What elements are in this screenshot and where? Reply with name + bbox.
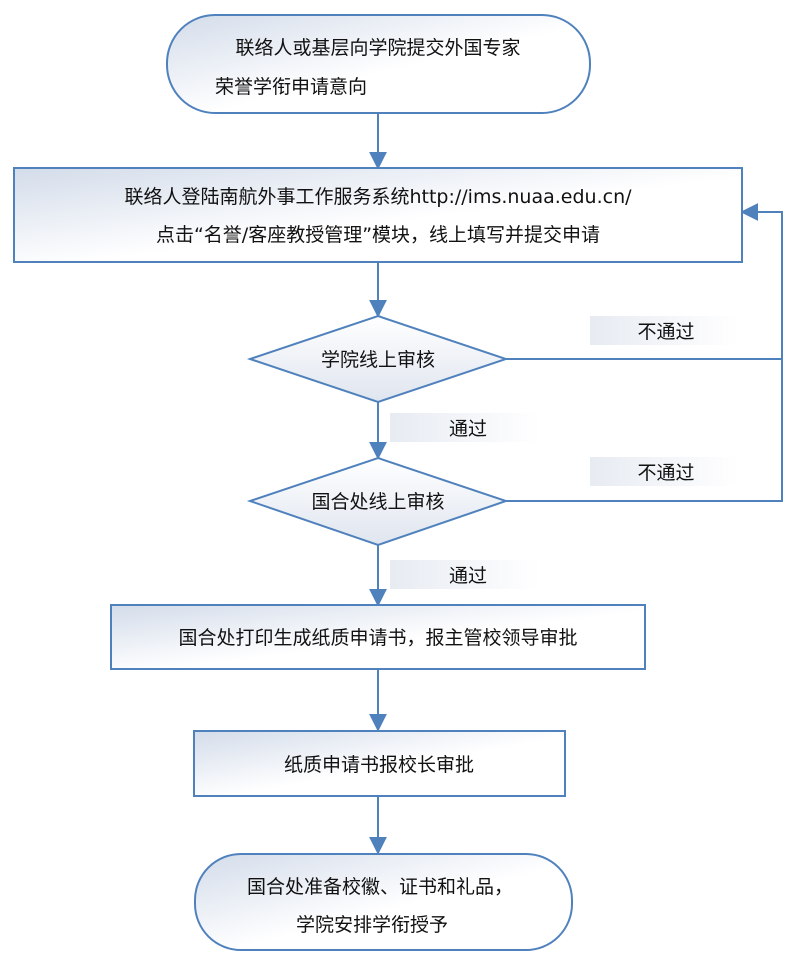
fail-loop-college (506, 203, 783, 360)
intl-review-label: 国合处线上审核 (311, 491, 444, 513)
print-node-label: 国合处打印生成纸质申请书，报主管校领导审批 (178, 627, 577, 649)
edge-label-fail-2: 不通过 (590, 457, 740, 486)
intl-review-node: 国合处线上审核 (246, 456, 510, 547)
end-node-line2: 学院安排学衔授予 (296, 914, 448, 936)
end-node-line1: 国合处准备校徽、证书和礼品， (247, 876, 513, 898)
start-node: 联络人或基层向学院提交外国专家 荣誉学衔申请意向 (166, 14, 591, 114)
login-node-line2: 点击“名誉/客座教授管理”模块，线上填写并提交申请 (156, 224, 600, 246)
edge-label-pass-1: 通过 (390, 413, 540, 442)
edge-label-pass-2: 通过 (390, 560, 540, 589)
college-review-label: 学院线上审核 (321, 349, 435, 371)
president-node: 纸质申请书报校长审批 (193, 730, 566, 797)
pass-label-2: 通过 (449, 565, 487, 587)
print-node: 国合处打印生成纸质申请书，报主管校领导审批 (110, 604, 646, 670)
president-node-label: 纸质申请书报校长审批 (284, 754, 474, 776)
start-node-line1: 联络人或基层向学院提交外国专家 (235, 37, 520, 59)
start-node-line2: 荣誉学衔申请意向 (215, 76, 367, 98)
main-connectors (369, 113, 783, 855)
fail-label-2: 不通过 (637, 462, 694, 484)
end-node: 国合处准备校徽、证书和礼品， 学院安排学衔授予 (194, 853, 573, 951)
fail-loop-intl (506, 359, 783, 502)
fail-label-1: 不通过 (637, 321, 694, 343)
login-node: 联络人登陆南航外事工作服务系统http://ims.nuaa.edu.cn/ 点… (13, 167, 743, 263)
login-node-line1: 联络人登陆南航外事工作服务系统http://ims.nuaa.edu.cn/ (124, 186, 632, 208)
pass-label-1: 通过 (449, 418, 487, 440)
edge-label-fail-1: 不通过 (590, 316, 740, 345)
college-review-node: 学院线上审核 (246, 314, 510, 404)
